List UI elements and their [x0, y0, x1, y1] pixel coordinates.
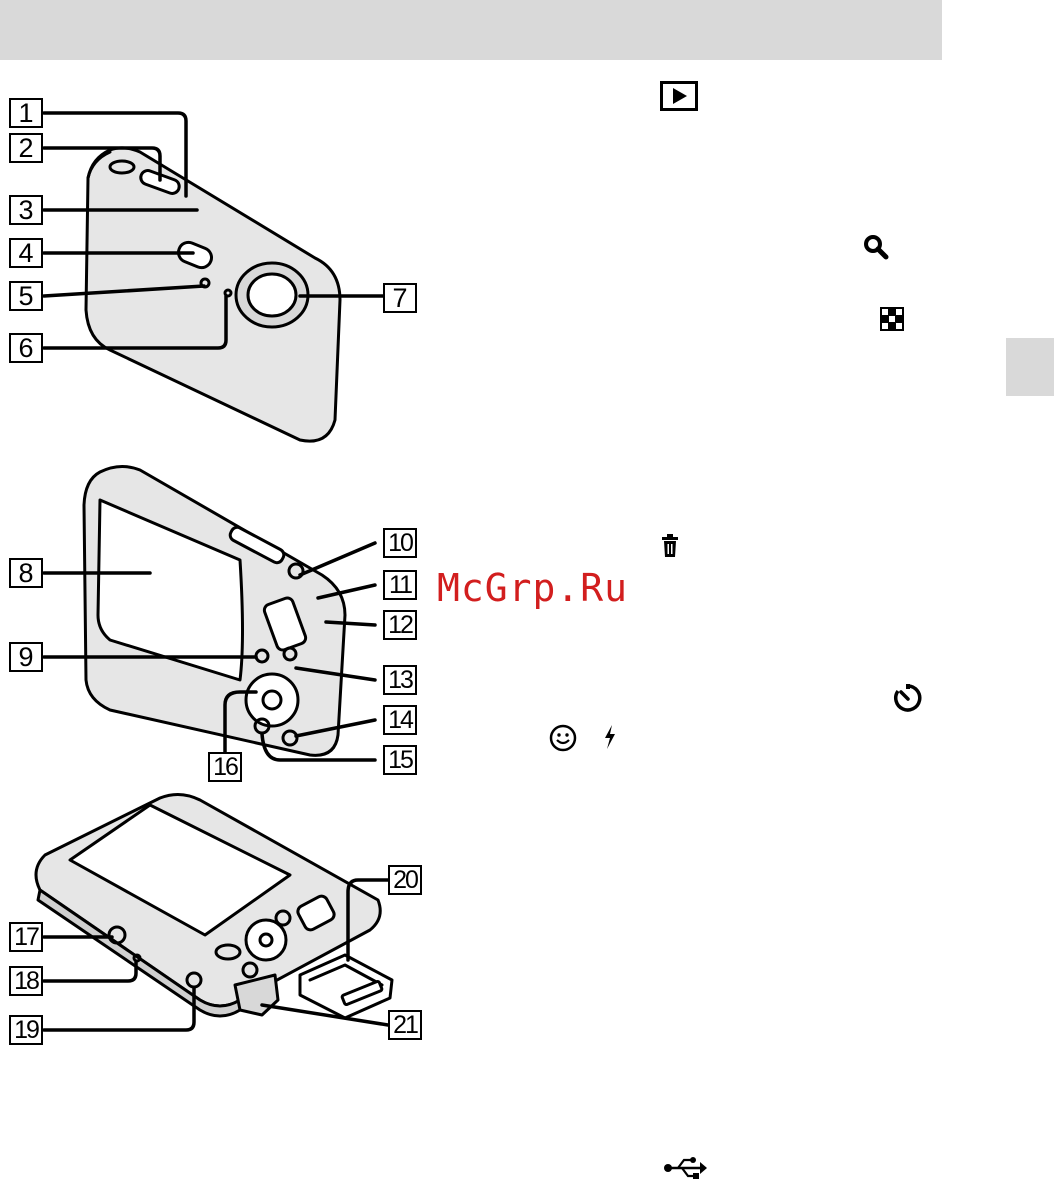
callout-2: 2 [9, 133, 43, 163]
section-tab [1006, 338, 1054, 396]
callout-9: 9 [9, 642, 43, 672]
callout-4: 4 [9, 238, 43, 268]
index-grid-icon [880, 307, 904, 331]
callout-10: 10 [383, 528, 417, 558]
playback-button-icon [660, 81, 698, 111]
callout-21: 21 [388, 1010, 422, 1040]
camera-bottom-view [36, 794, 392, 1018]
callout-11: 11 [383, 570, 417, 600]
watermark: McGrp.Ru [437, 566, 628, 610]
self-timer-icon [893, 683, 923, 713]
camera-back-view [84, 466, 345, 755]
callout-8: 8 [9, 558, 43, 588]
callout-12: 12 [383, 610, 417, 640]
callout-5: 5 [9, 281, 43, 311]
magnifier-icon [863, 234, 889, 260]
callout-13: 13 [383, 665, 417, 695]
smile-icon [548, 723, 578, 753]
camera-diagram [0, 80, 440, 1060]
usb-icon [660, 1155, 708, 1181]
callout-15: 15 [383, 745, 417, 775]
callout-6: 6 [9, 333, 43, 363]
trash-icon [660, 533, 680, 559]
callout-20: 20 [388, 865, 422, 895]
callout-14: 14 [383, 705, 417, 735]
flash-icon [602, 724, 618, 750]
callout-3: 3 [9, 195, 43, 225]
header-bar [0, 0, 942, 60]
callout-17: 17 [9, 922, 43, 952]
callout-16: 16 [208, 752, 242, 782]
callout-19: 19 [9, 1015, 43, 1045]
callout-1: 1 [9, 98, 43, 128]
callout-7: 7 [383, 283, 417, 313]
callout-18: 18 [9, 966, 43, 996]
